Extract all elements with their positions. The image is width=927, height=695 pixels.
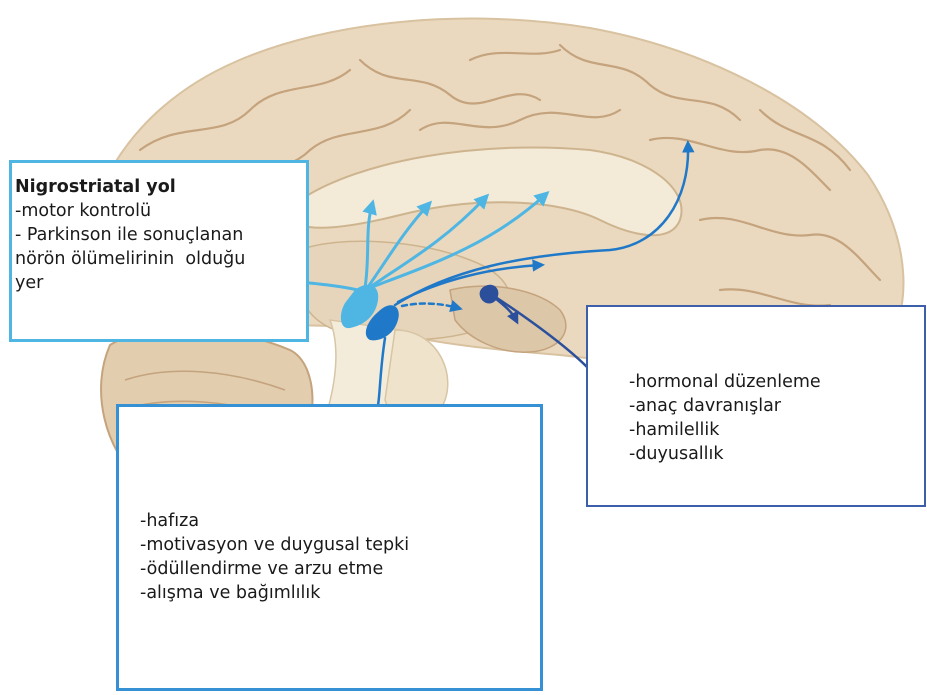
mesolimbic-callout: -hafıza -motivasyon ve duygusal tepki -ö… <box>116 404 543 691</box>
nigrostriatal-callout: Nigrostriatal yol -motor kontrolü - Park… <box>9 160 309 342</box>
nigrostriatal-line: nörön ölümelirinin olduğu <box>15 247 306 271</box>
nigrostriatal-line: -motor kontrolü <box>15 199 306 223</box>
tuberoinfundibular-line: -anaç davranışlar <box>629 394 924 418</box>
mesolimbic-line: -alışma ve bağımlılık <box>140 581 540 605</box>
nigrostriatal-title: Nigrostriatal yol <box>15 175 306 199</box>
nigrostriatal-line: - Parkinson ile sonuçlanan <box>15 223 306 247</box>
tuberoinfundibular-line: -hamilellik <box>629 418 924 442</box>
nigrostriatal-line: yer <box>15 271 306 295</box>
tuberoinfundibular-line: -duyusallık <box>629 442 924 466</box>
tuberoinfundibular-callout: -hormonal düzenleme -anaç davranışlar -h… <box>586 305 926 507</box>
mesolimbic-line: -hafıza <box>140 509 540 533</box>
mesolimbic-line: -motivasyon ve duygusal tepki <box>140 533 540 557</box>
mesolimbic-line: -ödüllendirme ve arzu etme <box>140 557 540 581</box>
tuberoinfundibular-line: -hormonal düzenleme <box>629 370 924 394</box>
